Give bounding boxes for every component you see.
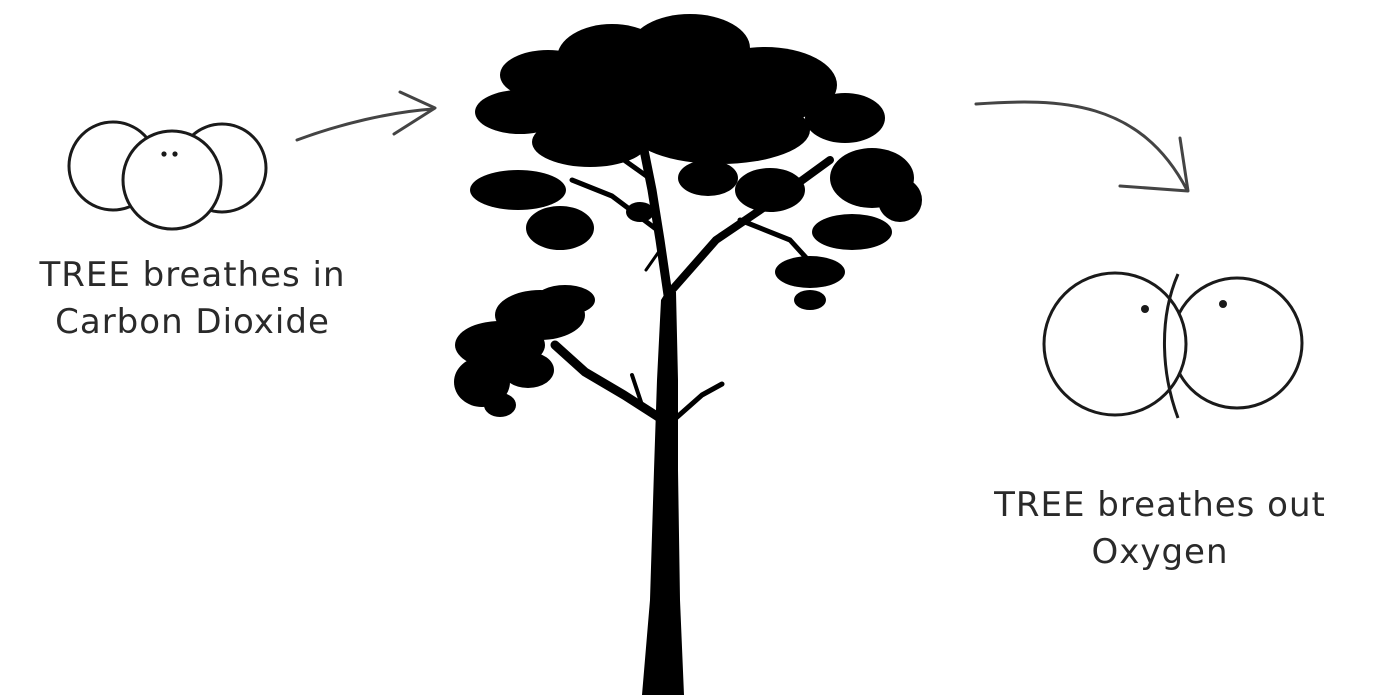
inhale-caption-line2: Carbon Dioxide <box>55 301 330 342</box>
inhale-caption: TREE breathes in Carbon Dioxide <box>0 252 385 346</box>
carbon-dioxide-molecule-icon <box>67 120 268 231</box>
oxygen-molecule-icon <box>1042 271 1304 419</box>
arrow-curved-down-icon <box>974 100 1190 193</box>
exhale-caption: TREE breathes out Oxygen <box>952 482 1368 576</box>
exhale-caption-line2: Oxygen <box>1091 531 1229 572</box>
exhale-caption-line1: TREE breathes out <box>994 485 1326 525</box>
tree-silhouette-icon <box>454 14 922 695</box>
arrow-right-icon <box>295 90 437 142</box>
inhale-caption-line1: TREE breathes in <box>39 255 346 295</box>
